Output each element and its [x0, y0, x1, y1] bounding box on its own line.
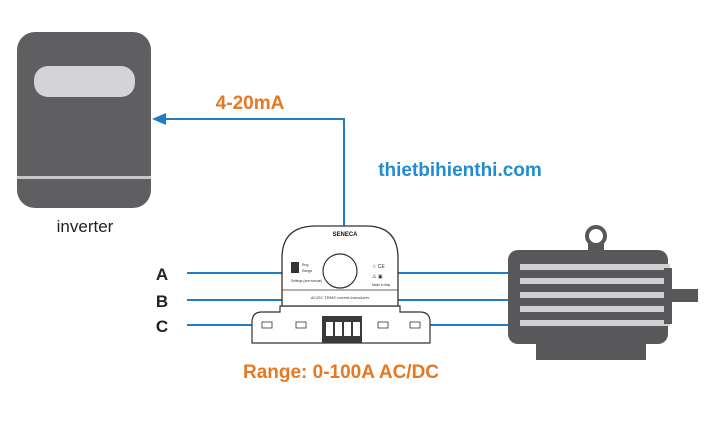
warning-icon: ⚠ ▣ — [372, 274, 383, 280]
dip-switch-icon — [291, 262, 299, 273]
signal-line: 4-20mA — [152, 93, 345, 232]
motor-fin-5 — [520, 320, 670, 326]
motor-fin-4 — [520, 306, 670, 312]
current-transducer: SENECA Rng Range Settings (see manual) ☆… — [251, 225, 431, 344]
range-label: Range: 0-100A AC/DC — [243, 362, 439, 383]
inverter-divider — [17, 176, 151, 179]
mount-slot-right — [409, 321, 421, 329]
motor — [508, 225, 698, 360]
settings-label: Settings (see manual) — [291, 279, 322, 283]
terminal-1 — [326, 322, 333, 336]
lifting-eye-base — [588, 243, 604, 251]
phase-label-b: B — [156, 292, 168, 311]
inverter-display — [34, 66, 135, 97]
inverter-body — [17, 32, 151, 208]
switch-label-2: Range — [302, 269, 312, 273]
arrow-left-icon — [152, 113, 166, 125]
terminal-2 — [335, 322, 342, 336]
lifting-eye — [585, 225, 607, 247]
mount-slot-right-2 — [377, 321, 389, 329]
motor-fin-2 — [520, 278, 670, 284]
signal-label: 4-20mA — [216, 93, 285, 114]
signal-wire — [164, 118, 345, 232]
phase-label-c: C — [156, 317, 168, 336]
motor-fin-3 — [520, 292, 670, 298]
sensing-aperture — [322, 253, 358, 289]
motor-fin-1 — [520, 264, 670, 270]
motor-foot — [536, 340, 646, 360]
device-brand: SENECA — [332, 232, 358, 238]
mount-slot-left — [261, 321, 273, 329]
inverter-label: inverter — [57, 217, 114, 236]
motor-shaft — [672, 289, 698, 302]
watermark: thietbihienthi.com — [378, 160, 542, 181]
motor-endcap — [664, 268, 672, 324]
ce-mark-icon: ☆ CE — [372, 264, 385, 270]
mount-slot-left-2 — [295, 321, 307, 329]
device-title: AC/DC TRMS current transducer — [310, 295, 370, 300]
terminal-4 — [353, 322, 360, 336]
phase-label-a: A — [156, 265, 168, 284]
terminal-3 — [344, 322, 351, 336]
made-in-label: Made in Italy — [372, 283, 390, 287]
switch-label-1: Rng — [302, 263, 308, 267]
inverter: inverter — [17, 32, 151, 236]
